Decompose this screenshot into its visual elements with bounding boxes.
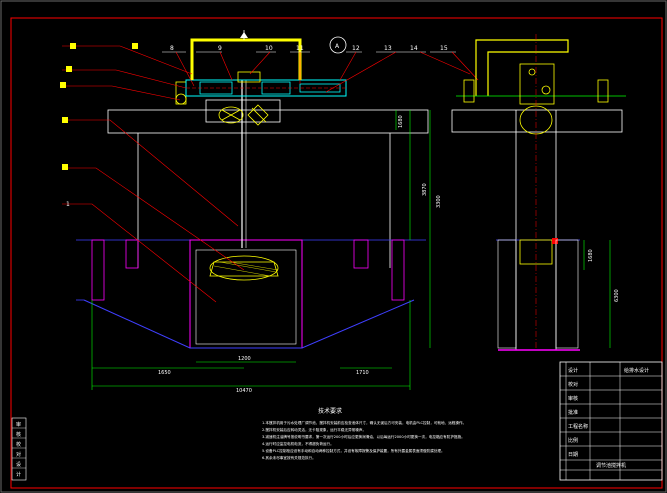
note-1: 1.本搅拌机用于污水处理厂调节池，搅拌机安装前应检查池体尺寸，确认无误后方可安装… bbox=[262, 420, 466, 425]
detail-mark-label: A bbox=[335, 43, 340, 50]
side-hood bbox=[475, 39, 569, 96]
sloped-floor bbox=[83, 299, 415, 349]
front-view: A 8 9 10 11 12 13 14 15 bbox=[60, 30, 479, 394]
tb-row-2: 审核 bbox=[568, 395, 578, 402]
tb-row-0: 设计 bbox=[568, 367, 578, 374]
strip-0: 审 bbox=[16, 421, 21, 428]
tb-row-4: 工程名称 bbox=[568, 423, 588, 430]
part-label-15: 15 bbox=[440, 45, 448, 52]
part-label-11: 11 bbox=[296, 45, 304, 52]
note-6: 6.其余未尽事宜按有关规范执行。 bbox=[262, 455, 316, 460]
strip-3: 对 bbox=[16, 451, 21, 458]
technical-notes: 技术要求 1.本搅拌机用于污水处理厂调节池，搅拌机安装前应检查池体尺寸，确认无误… bbox=[262, 407, 466, 460]
title-block: 设计 校对 审核 批准 工程名称 比例 日期 给排水设计 调节池搅拌机 bbox=[559, 361, 663, 481]
dim-6300: 6300 bbox=[614, 289, 620, 302]
walkway-beam bbox=[107, 109, 429, 134]
part-label-10: 10 bbox=[265, 45, 273, 52]
gearbox bbox=[218, 104, 269, 126]
tb-row-1: 校对 bbox=[568, 381, 578, 388]
dim-side-1680: 1680 bbox=[588, 249, 594, 262]
strip-4: 设 bbox=[16, 461, 21, 468]
note-4: 4.运行时应监控电机电流，不得超负荷运行。 bbox=[262, 441, 334, 446]
tb-row-5: 比例 bbox=[568, 437, 578, 444]
dim-inner: 1200 bbox=[238, 356, 251, 362]
part-label-8: 8 bbox=[170, 45, 174, 52]
inner-frame bbox=[10, 17, 663, 489]
strip-2: 校 bbox=[16, 441, 21, 448]
dim-1710: 1710 bbox=[356, 370, 369, 376]
part-label-13: 13 bbox=[384, 45, 392, 52]
strip-1: 核 bbox=[16, 431, 21, 438]
part-label-1: 1 bbox=[66, 201, 70, 208]
tb-row-3: 批准 bbox=[568, 409, 578, 416]
drive-assembly bbox=[175, 71, 347, 105]
leader-lines bbox=[62, 45, 479, 303]
dim-1680-top: 1680 bbox=[398, 115, 404, 128]
tb-drawing-name: 调节池搅拌机 bbox=[596, 462, 626, 469]
part-label-9: 9 bbox=[218, 45, 222, 52]
impeller bbox=[209, 255, 279, 281]
dim-3300: 3300 bbox=[436, 195, 442, 208]
notes-title: 技术要求 bbox=[318, 407, 342, 415]
note-2: 2.搅拌机安装后应转动灵活，无卡阻现象，运行平稳无异常噪声。 bbox=[262, 427, 366, 432]
tb-company: 给排水设计 bbox=[624, 367, 649, 374]
tb-row-6: 日期 bbox=[568, 452, 578, 458]
dim-3870: 3870 bbox=[422, 183, 428, 196]
part-label-14: 14 bbox=[410, 45, 418, 52]
detail-mark bbox=[329, 36, 347, 54]
strip-5: 计 bbox=[16, 471, 21, 478]
note-3: 3.减速机注油牌号按说明书要求，第一次运行200小时后应更换润滑油，以后每运行2… bbox=[262, 434, 465, 439]
dim-1650: 1650 bbox=[158, 370, 171, 376]
part-label-12: 12 bbox=[352, 45, 360, 52]
dim-total-width: 10470 bbox=[236, 388, 252, 394]
dimensions-horizontal bbox=[91, 300, 411, 390]
side-view: 1680 6300 bbox=[451, 34, 626, 351]
revision-strip: 审 核 校 对 设 计 bbox=[11, 417, 27, 481]
dimensions-vertical bbox=[395, 110, 431, 348]
note-5: 5.设备PLC控制柜应设有手动和自动两种控制方式，并设有故障报警及保护装置，所有… bbox=[262, 448, 445, 453]
motor-hood bbox=[190, 38, 302, 80]
